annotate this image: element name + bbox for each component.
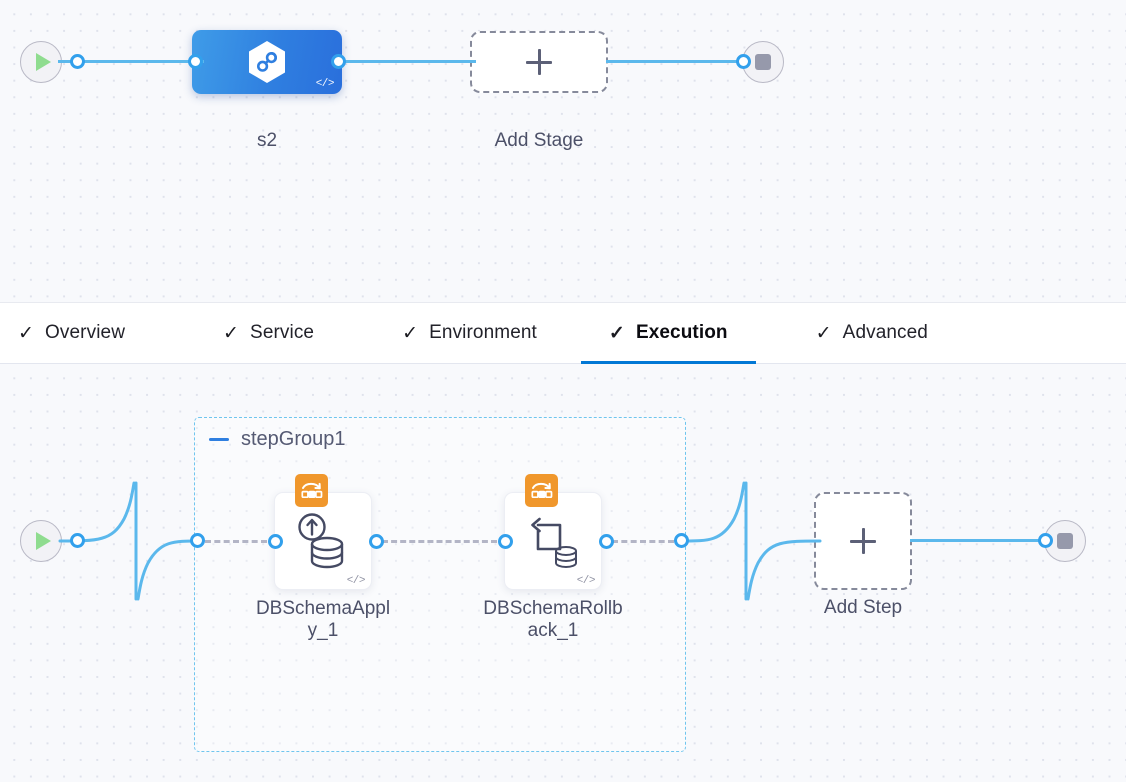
stepgroup-entry-port[interactable]	[190, 533, 205, 548]
edge-addstep-to-stop	[910, 539, 1048, 542]
tab-service[interactable]: ✓ Service	[223, 302, 314, 364]
step-code-badge: </>	[346, 575, 366, 587]
edge-entry-to-step1	[205, 540, 267, 543]
collapse-minus-icon[interactable]	[209, 438, 229, 441]
exec-start-output-port[interactable]	[70, 533, 85, 548]
step2-input-port[interactable]	[498, 534, 513, 549]
check-icon: ✓	[402, 322, 419, 344]
check-icon: ✓	[608, 322, 625, 344]
step-group-stepgroup1[interactable]: stepGroup1	[194, 417, 686, 752]
liquibase-badge-icon	[525, 474, 558, 507]
liquibase-badge-icon	[295, 474, 328, 507]
add-stage-box[interactable]	[470, 31, 608, 93]
active-tab-underline	[580, 361, 756, 364]
plus-icon	[850, 528, 876, 554]
step1-output-port[interactable]	[369, 534, 384, 549]
step-code-badge: </>	[576, 575, 596, 587]
step2-label: DBSchemaRollb ack_1	[471, 598, 635, 642]
step1-input-port[interactable]	[268, 534, 283, 549]
exec-start-node[interactable]	[20, 520, 85, 562]
tab-advanced[interactable]: ✓ Advanced	[816, 302, 928, 364]
play-icon	[35, 532, 51, 550]
stage-input-port[interactable]	[188, 54, 203, 69]
add-stage-label: Add Stage	[494, 130, 584, 151]
stage-output-port[interactable]	[331, 54, 346, 69]
stepgroup-exit-port[interactable]	[674, 533, 689, 548]
stage-canvas[interactable]: </> s2 Add Stage	[0, 0, 1126, 302]
execution-canvas[interactable]: stepGroup1	[0, 364, 1126, 782]
play-icon	[35, 53, 51, 71]
edge-addstage-to-stop	[606, 60, 748, 63]
step-group-title: stepGroup1	[241, 428, 346, 450]
add-stage-node[interactable]: Add Stage	[470, 31, 608, 151]
stage-node-s2[interactable]: </> s2	[188, 30, 346, 151]
stage-code-badge: </>	[315, 78, 335, 90]
tab-overview-label: Overview	[45, 322, 126, 343]
step1-label: DBSchemaAppl y_1	[241, 598, 405, 642]
exec-stop-node[interactable]	[1038, 520, 1086, 562]
step2-label-line1: DBSchemaRollb	[483, 598, 623, 619]
tab-overview[interactable]: ✓ Overview	[18, 302, 125, 364]
plus-icon	[526, 49, 552, 75]
edge-step2-to-exit	[612, 540, 674, 543]
edge-stage-to-addstage	[334, 60, 476, 63]
add-step-label: Add Step	[823, 597, 903, 618]
step-box[interactable]: </>	[504, 492, 602, 590]
start-output-port[interactable]	[70, 54, 85, 69]
step1-label-line2: y_1	[307, 620, 339, 642]
tab-environment-label: Environment	[429, 322, 537, 343]
tab-execution[interactable]: ✓ Execution	[580, 302, 756, 364]
tab-service-label: Service	[250, 322, 315, 343]
stop-icon	[1057, 533, 1073, 549]
check-icon: ✓	[18, 322, 35, 344]
start-circle	[20, 41, 62, 83]
check-icon: ✓	[815, 322, 832, 344]
step2-label-line2: ack_1	[527, 620, 579, 642]
db-schema-apply-icon	[298, 513, 344, 569]
stage-stop-node[interactable]	[736, 41, 784, 83]
stage-node-box[interactable]: </>	[192, 30, 342, 94]
step1-label-line1: DBSchemaAppl	[255, 598, 391, 619]
tab-execution-label: Execution	[635, 322, 728, 343]
start-branch-connector	[58, 481, 200, 601]
edge-step1-to-step2	[382, 540, 497, 543]
edge-start-to-stage	[58, 60, 204, 63]
harness-hexagon-infinity-icon	[249, 41, 285, 83]
stop-input-port[interactable]	[736, 54, 751, 69]
tab-advanced-label: Advanced	[842, 322, 928, 343]
exit-branch-connector	[684, 481, 822, 601]
exec-stop-input-port[interactable]	[1038, 533, 1053, 548]
stage-start-node[interactable]	[20, 41, 85, 83]
step-node-dbschemaapply[interactable]: </> DBSchemaAppl	[256, 474, 390, 641]
check-icon: ✓	[223, 322, 240, 344]
step-node-dbschemarollback[interactable]: </> DBSchemaRollb	[483, 474, 623, 641]
start-circle	[20, 520, 62, 562]
stage-node-label: s2	[256, 130, 278, 151]
step2-output-port[interactable]	[599, 534, 614, 549]
step-group-header[interactable]: stepGroup1	[209, 428, 346, 451]
stop-icon	[755, 54, 771, 70]
add-step-node[interactable]: Add Step	[814, 492, 912, 618]
db-schema-rollback-icon	[531, 517, 577, 568]
tab-environment[interactable]: ✓ Environment	[402, 302, 537, 364]
stage-config-tabs: ✓ Overview ✓ Service ✓ Environment ✓ Exe…	[0, 302, 1126, 364]
